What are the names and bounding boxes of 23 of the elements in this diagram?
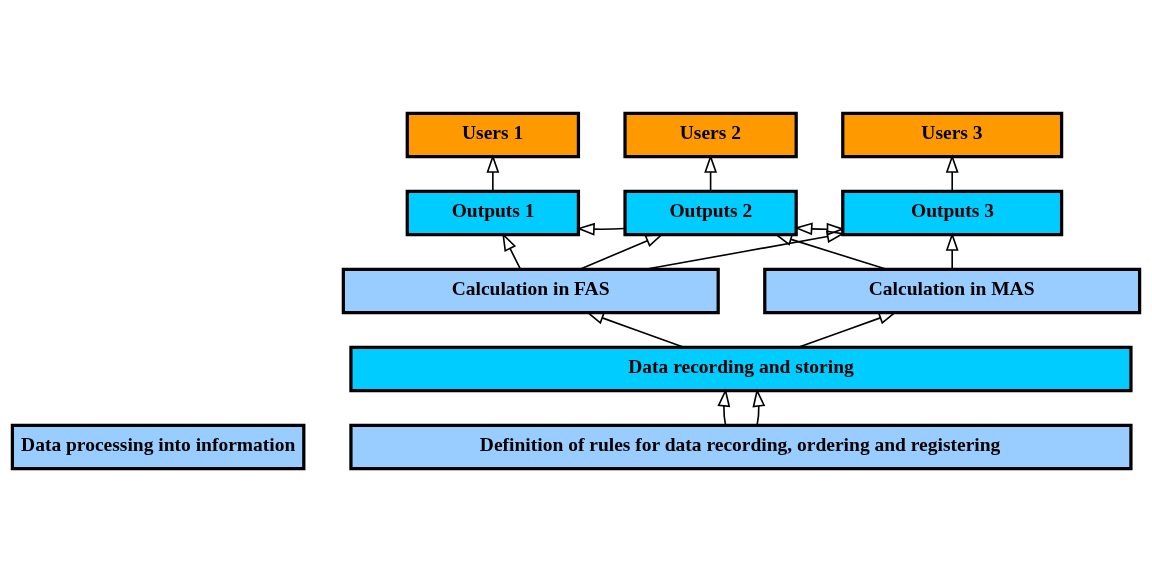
arrow xyxy=(797,311,898,348)
arrow xyxy=(945,231,959,270)
node-box: Calculation in FAS xyxy=(341,267,720,314)
node-box: Users 1 xyxy=(405,111,581,158)
arrow xyxy=(794,221,846,236)
node-box: Calculation in MAS xyxy=(763,267,1142,314)
node-box: Data recording and storing xyxy=(349,345,1133,392)
arrow xyxy=(579,233,664,270)
arrow xyxy=(576,222,626,236)
arrow xyxy=(502,232,522,270)
arrow xyxy=(752,387,766,426)
arrow xyxy=(585,311,685,348)
node-box: Data processing into information xyxy=(10,423,306,470)
node-box: Outputs 1 xyxy=(405,189,581,236)
arrow xyxy=(704,153,718,192)
node-box: Users 2 xyxy=(623,111,798,158)
arrow xyxy=(717,387,731,426)
node-box: Outputs 3 xyxy=(841,189,1064,236)
arrow xyxy=(945,153,959,192)
node-box: Outputs 2 xyxy=(623,189,798,236)
node-box: Users 3 xyxy=(841,111,1064,158)
node-box: Definition of rules for data recording, ordering and registering xyxy=(349,423,1133,470)
arrow xyxy=(486,153,500,192)
